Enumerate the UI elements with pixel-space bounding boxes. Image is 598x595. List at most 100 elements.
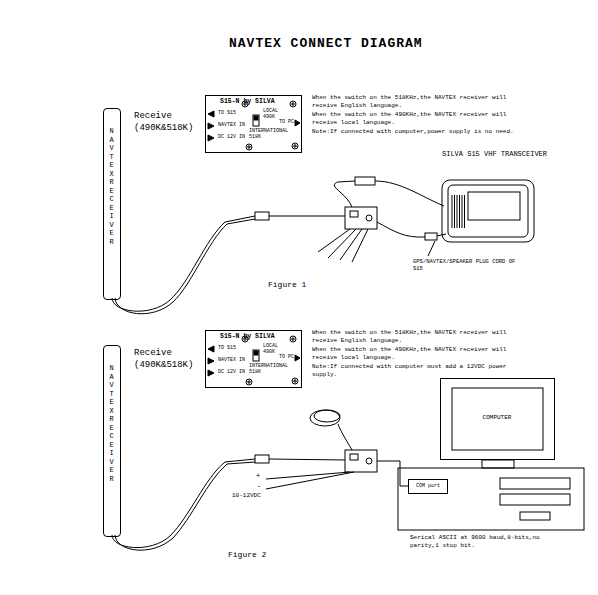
cooling-fins — [452, 195, 465, 228]
drive-bay — [500, 494, 570, 505]
device-name: SILVA S15 VHF TRANSCEIVER — [442, 150, 547, 159]
arrow — [208, 135, 214, 141]
port-label: NAVTEX IN — [218, 358, 245, 364]
drive-bay — [520, 512, 550, 520]
junction-box — [345, 207, 377, 229]
port-label: DC 12V IN — [218, 370, 245, 376]
transceiver: SILVA S15 VHF TRANSCEIVER — [436, 150, 554, 246]
screw-slot — [291, 102, 295, 106]
arrow — [208, 111, 214, 117]
note-text: Serical ASCII at 9600 baud,8-bits,no par… — [410, 534, 560, 550]
port-label: LOCAL 490K — [263, 109, 280, 121]
connector — [425, 233, 437, 240]
drive-bay — [500, 478, 570, 489]
port-label: INTERNATIONAL 518K — [249, 364, 291, 376]
loose-wires — [318, 229, 368, 262]
port-label: TO S15 — [218, 111, 236, 117]
screw-slot — [247, 380, 251, 384]
antenna-cable — [112, 459, 255, 548]
leader-line — [428, 241, 435, 256]
inset-title: S15-N by SILVA — [220, 333, 300, 340]
device-name: COM port — [416, 483, 440, 490]
switch — [253, 115, 259, 126]
cable — [338, 424, 352, 450]
power-label: - — [257, 482, 261, 491]
com-port-box: COM port — [408, 479, 448, 494]
power-label: + — [256, 472, 260, 481]
cable — [269, 459, 345, 460]
receiver-antenna: NAVTEX RECEIVER — [103, 108, 121, 300]
screw — [246, 144, 252, 150]
connector-box-inset: S15-N by SILVA TO S15NAVTEX IN DC 12V IN LO… — [205, 330, 302, 388]
junction-detail — [350, 211, 358, 217]
junction-detail — [366, 215, 372, 221]
connector-box-inset: S15-N by SILVATO S15NAVTEX INDC 12V INLO… — [205, 95, 302, 153]
screw — [292, 143, 298, 149]
switch-lever — [254, 116, 258, 120]
arrow — [208, 358, 214, 364]
monitor-screen — [452, 388, 543, 450]
inset-symbols — [208, 101, 300, 385]
transceiver-display — [468, 192, 520, 220]
fin — [452, 195, 453, 228]
screw — [246, 379, 252, 385]
screw-slot — [293, 144, 297, 148]
note-text: When the switch on the 490KHz,the NAVTEX… — [312, 111, 522, 127]
antenna-label: Receive (490K&518K) — [134, 347, 204, 371]
transceiver-front — [448, 185, 528, 237]
cable — [375, 181, 444, 206]
monitor-stand — [482, 460, 514, 468]
fin — [462, 195, 463, 228]
note-text: When the switch on the 518KHz,the NAVTEX… — [312, 329, 522, 345]
switch — [253, 350, 259, 361]
fin — [457, 195, 458, 228]
coiled-cable — [314, 410, 340, 422]
port-label: TO PC — [279, 120, 294, 126]
junction-detail — [366, 458, 372, 464]
note-text: Note:If connected with computer,power su… — [312, 128, 522, 136]
cable — [437, 234, 446, 236]
screw — [290, 101, 296, 107]
junction-box — [345, 450, 377, 472]
fin — [459, 195, 460, 228]
fin — [464, 195, 465, 228]
arrow — [295, 355, 300, 361]
port-label: TO S15 — [218, 346, 236, 352]
device-name: COMPUTER — [483, 414, 512, 422]
note-text: Note:If connected with computer must add… — [312, 363, 522, 379]
connector — [255, 455, 269, 463]
power-label: 10-12VDC — [232, 492, 261, 500]
coiled-cable — [310, 410, 340, 426]
arrow — [208, 123, 214, 129]
serial-cable — [377, 461, 408, 486]
cable — [334, 181, 355, 207]
connector — [255, 212, 269, 220]
note-text: When the switch on the 518KHz,the NAVTEX… — [312, 94, 522, 110]
arrow — [208, 370, 214, 376]
figure-caption: Figure 1 — [268, 280, 306, 291]
screw — [292, 378, 298, 384]
inset-title: S15-N by SILVA — [220, 98, 300, 105]
screw-slot — [291, 337, 295, 341]
port-label: LOCAL 490K — [263, 344, 280, 356]
arrow — [295, 120, 300, 126]
computer-monitor: COMPUTER — [440, 378, 555, 460]
note-text: GPS/NAVTEX/SPEAKER PLUG CORD OF S15 — [413, 258, 518, 273]
cable — [377, 222, 425, 237]
computer-tower — [398, 468, 584, 530]
power-wires — [266, 472, 354, 489]
diagram-title: NAVTEX CONNECT DIAGRAM — [229, 35, 423, 53]
screw-slot — [293, 379, 297, 383]
vertical-label: NAVTEX RECEIVER — [108, 127, 115, 246]
antenna-cable — [112, 216, 255, 311]
junction-detail — [350, 454, 358, 460]
figure-caption: Figure 2 — [228, 550, 266, 561]
connector — [355, 177, 375, 185]
transceiver-body — [442, 180, 534, 242]
screw — [290, 336, 296, 342]
receiver-antenna: NAVTEX RECEIVER — [103, 345, 121, 537]
switch-lever — [254, 351, 258, 355]
port-label: DC 12V IN — [218, 135, 245, 141]
port-label: INTERNATIONAL 518K — [249, 129, 291, 141]
